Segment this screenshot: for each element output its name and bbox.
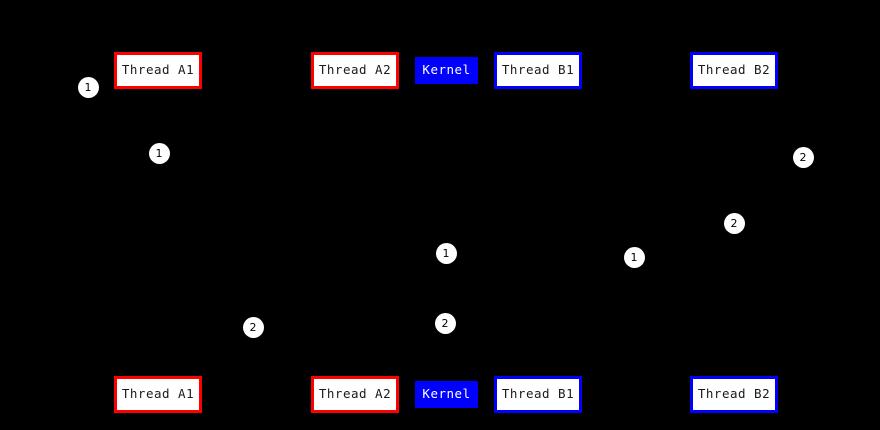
step-number: 1 [84, 80, 92, 94]
participant-label: Thread B1 [501, 62, 575, 78]
participant-head-thread-b1[interactable]: Thread B1 [494, 52, 582, 89]
lifeline-thread-a1 [158, 89, 159, 376]
participant-label: Thread A2 [318, 386, 392, 402]
step-number: 1 [630, 250, 638, 264]
message-arrow [355, 253, 446, 254]
lifeline-thread-a2 [355, 89, 356, 376]
step-badge[interactable]: 1 [148, 142, 170, 164]
message-arrow [538, 223, 734, 224]
participant-foot-thread-b2[interactable]: Thread B2 [690, 376, 778, 413]
participant-label: Kernel [422, 386, 471, 402]
step-badge[interactable]: 2 [792, 146, 814, 168]
participant-label: Thread A1 [121, 386, 195, 402]
message-arrow [538, 257, 634, 258]
step-badge[interactable]: 1 [623, 246, 645, 268]
participant-label: Kernel [422, 62, 471, 78]
message-arrow [158, 327, 253, 328]
participant-label: Thread A2 [318, 62, 392, 78]
step-badge[interactable]: 2 [242, 316, 264, 338]
step-number: 2 [730, 216, 738, 230]
participant-head-thread-a2[interactable]: Thread A2 [311, 52, 399, 89]
participant-label: Thread A1 [121, 62, 195, 78]
participant-foot-thread-b1[interactable]: Thread B1 [494, 376, 582, 413]
message-arrow [159, 153, 355, 154]
step-number: 2 [249, 320, 257, 334]
step-number: 1 [155, 146, 163, 160]
step-badge[interactable]: 1 [435, 242, 457, 264]
step-number: 1 [442, 246, 450, 260]
participant-foot-kernel[interactable]: Kernel [415, 381, 478, 408]
message-arrow [734, 157, 813, 158]
lifeline-thread-b1 [538, 89, 539, 376]
participant-label: Thread B2 [697, 386, 771, 402]
participant-label: Thread B2 [697, 62, 771, 78]
participant-head-thread-b2[interactable]: Thread B2 [690, 52, 778, 89]
participant-head-thread-a1[interactable]: Thread A1 [114, 52, 202, 89]
message-arrow [355, 323, 446, 324]
step-number: 2 [441, 316, 449, 330]
step-number: 2 [799, 150, 807, 164]
step-badge[interactable]: 2 [434, 312, 456, 334]
step-badge[interactable]: 1 [77, 76, 99, 98]
participant-head-kernel[interactable]: Kernel [415, 57, 478, 84]
participant-foot-thread-a1[interactable]: Thread A1 [114, 376, 202, 413]
lifeline-kernel [446, 84, 447, 381]
participant-foot-thread-a2[interactable]: Thread A2 [311, 376, 399, 413]
participant-label: Thread B1 [501, 386, 575, 402]
step-badge[interactable]: 2 [723, 212, 745, 234]
